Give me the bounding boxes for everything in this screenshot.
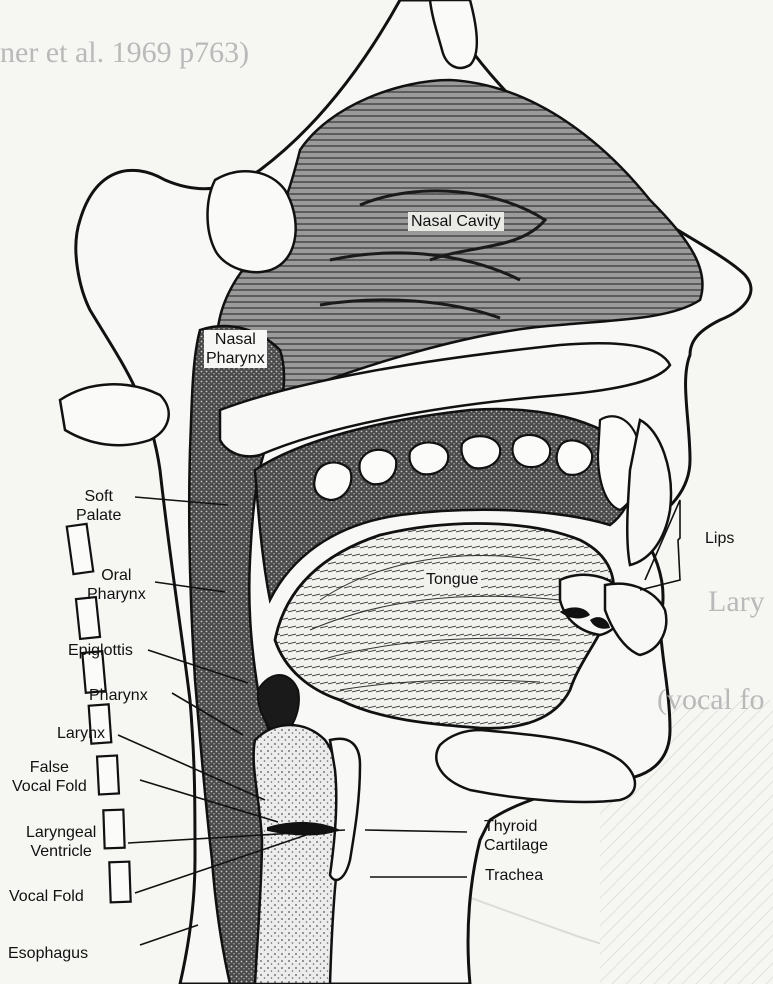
- label-soft-palate: Soft Palate: [76, 487, 121, 525]
- caption-fragment: ner et al. 1969 p763): [0, 36, 249, 70]
- sinus-outline: [208, 171, 296, 272]
- label-nasal-pharynx: Nasal Pharynx: [204, 330, 267, 368]
- label-false-vocal-fold: False Vocal Fold: [12, 758, 87, 796]
- label-lips: Lips: [705, 529, 734, 548]
- larynx-region: [254, 725, 342, 984]
- label-pharynx: Pharynx: [89, 686, 148, 705]
- skull-base: [60, 384, 169, 445]
- background-fragment-lary: Lary: [708, 585, 765, 619]
- label-thyroid-cartilage: Thyroid Cartilage: [484, 817, 548, 855]
- label-oral-pharynx: Oral Pharynx: [87, 566, 146, 604]
- label-trachea: Trachea: [485, 866, 543, 885]
- background-fragment-vocal: (vocal fo: [657, 683, 764, 717]
- label-esophagus: Esophagus: [8, 944, 88, 963]
- label-epiglottis: Epiglottis: [68, 641, 133, 660]
- label-laryngeal-ventricle: Laryngeal Ventricle: [26, 823, 96, 861]
- label-nasal-cavity: Nasal Cavity: [408, 212, 504, 231]
- label-vocal-fold: Vocal Fold: [9, 887, 84, 906]
- label-tongue: Tongue: [424, 570, 481, 589]
- label-larynx: Larynx: [57, 724, 105, 743]
